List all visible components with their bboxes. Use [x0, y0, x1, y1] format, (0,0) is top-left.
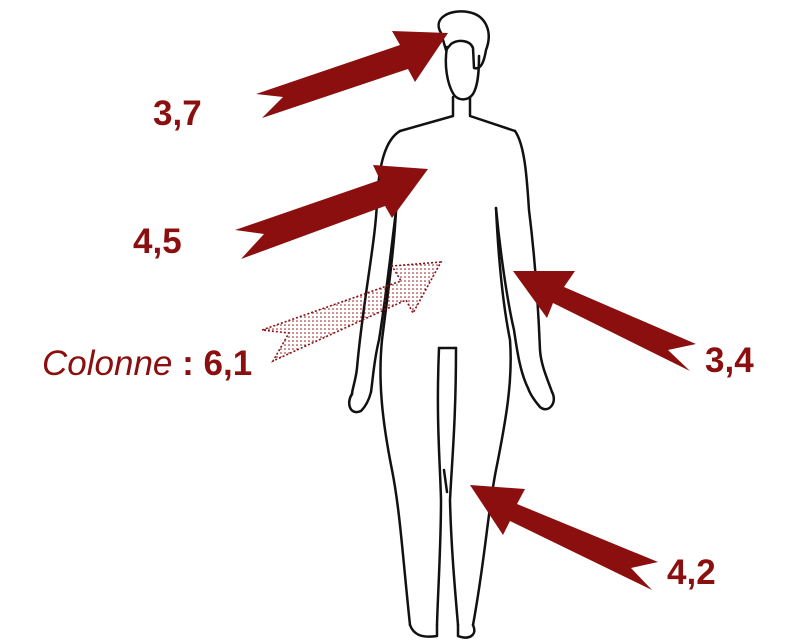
label-chest-value: 4,5	[133, 224, 182, 259]
arrow-leg-point	[470, 485, 658, 590]
label-head-value: 3,7	[153, 96, 202, 131]
arrow-chest-point	[235, 165, 428, 259]
label-spine-separator: :	[172, 344, 203, 383]
human-silhouette	[349, 11, 554, 637]
label-leg-value: 4,2	[667, 555, 716, 590]
measurement-arrows	[235, 31, 696, 590]
label-spine-name: Colonne	[42, 344, 172, 383]
label-spine: Colonne : 6,1	[42, 346, 252, 381]
arrow-head-point	[256, 31, 448, 118]
arrow-spine-point	[262, 262, 441, 361]
label-spine-value: 6,1	[204, 344, 253, 383]
label-arm-value: 3,4	[705, 343, 754, 378]
